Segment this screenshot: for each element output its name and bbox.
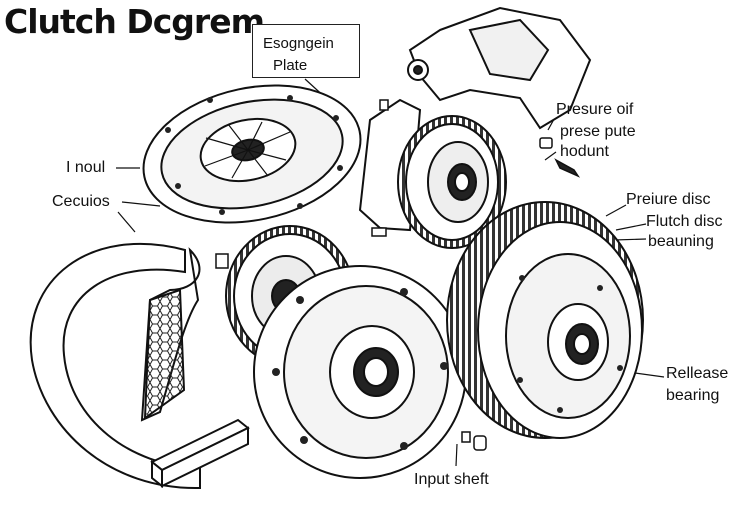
label-flutch-disc: Flutch disc: [646, 213, 723, 230]
label-rellease: Rellease: [666, 365, 729, 382]
callout-line-2: Plate: [273, 57, 308, 74]
plate-callout-box: Esogngein Plate: [252, 24, 360, 78]
label-prese-pute: prese pute: [560, 123, 636, 140]
label-presure-oif: Presure oif: [556, 101, 634, 118]
clutch-cover: [253, 265, 467, 479]
upper-gear-hub: [358, 98, 507, 249]
label-cecuios: Cecuios: [52, 193, 110, 210]
key-bar: [150, 418, 250, 489]
pressure-plate: [142, 84, 362, 224]
label-preiure-disc: Preiure disc: [626, 191, 711, 208]
friction-disc-right: [446, 201, 644, 439]
label-hodunt: hodunt: [560, 143, 609, 160]
callout-line-1: Esogngein: [263, 35, 334, 52]
label-bearing: bearing: [666, 387, 720, 404]
label-i-noul: I noul: [66, 159, 106, 176]
housing-bracket: [407, 6, 592, 130]
diagram-title: Clutch Dcgrem: [4, 2, 265, 41]
label-beauning: beauning: [648, 233, 714, 250]
label-input-sheft: Input sheft: [414, 471, 489, 488]
friction-lining: [29, 242, 201, 490]
